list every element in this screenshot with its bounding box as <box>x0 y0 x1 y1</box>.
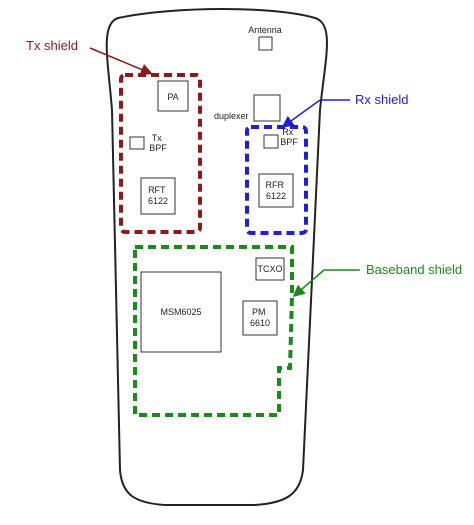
tcxo-component: TCXO <box>255 257 285 281</box>
rx-bpf-component: Rx BPF <box>263 127 298 149</box>
rfr-component: RFR 6122 <box>258 173 294 208</box>
baseband-callout-arrow-diag <box>292 269 325 297</box>
rft-label: RFT 6122 <box>148 185 168 206</box>
tcxo-label: TCXO <box>257 264 282 274</box>
tx-bpf-component: Tx BPF <box>129 133 167 153</box>
duplexer-component: duplexer <box>214 94 281 122</box>
tx-bpf-label: Tx BPF <box>149 133 167 153</box>
rx-shield-label: Rx shield <box>355 92 408 107</box>
pa-label: PA <box>167 92 178 102</box>
pm-label: PM 6610 <box>250 307 270 328</box>
rx-callout-arrow-diag <box>281 99 321 128</box>
duplexer-label: duplexer <box>214 111 249 121</box>
rx-shield <box>245 125 308 235</box>
phone-outline <box>105 8 328 506</box>
rft-component: RFT 6122 <box>140 177 176 215</box>
msm-label: MSM6025 <box>160 307 201 317</box>
rx-bpf-label: Rx BPF <box>280 127 298 147</box>
rfr-label: RFR 6122 <box>265 180 286 201</box>
tx-callout-arrow <box>89 47 153 76</box>
tx-shield-label: Tx shield <box>26 38 78 53</box>
antenna-component: Antenna <box>248 25 282 51</box>
pm-component: PM 6610 <box>242 300 278 336</box>
antenna-label: Antenna <box>248 25 282 35</box>
msm-component: MSM6025 <box>140 271 222 353</box>
baseband-shield <box>133 245 294 417</box>
tx-shield <box>119 73 202 234</box>
pa-component: PA <box>157 80 189 112</box>
baseband-shield-label: Baseband shield <box>366 262 462 277</box>
